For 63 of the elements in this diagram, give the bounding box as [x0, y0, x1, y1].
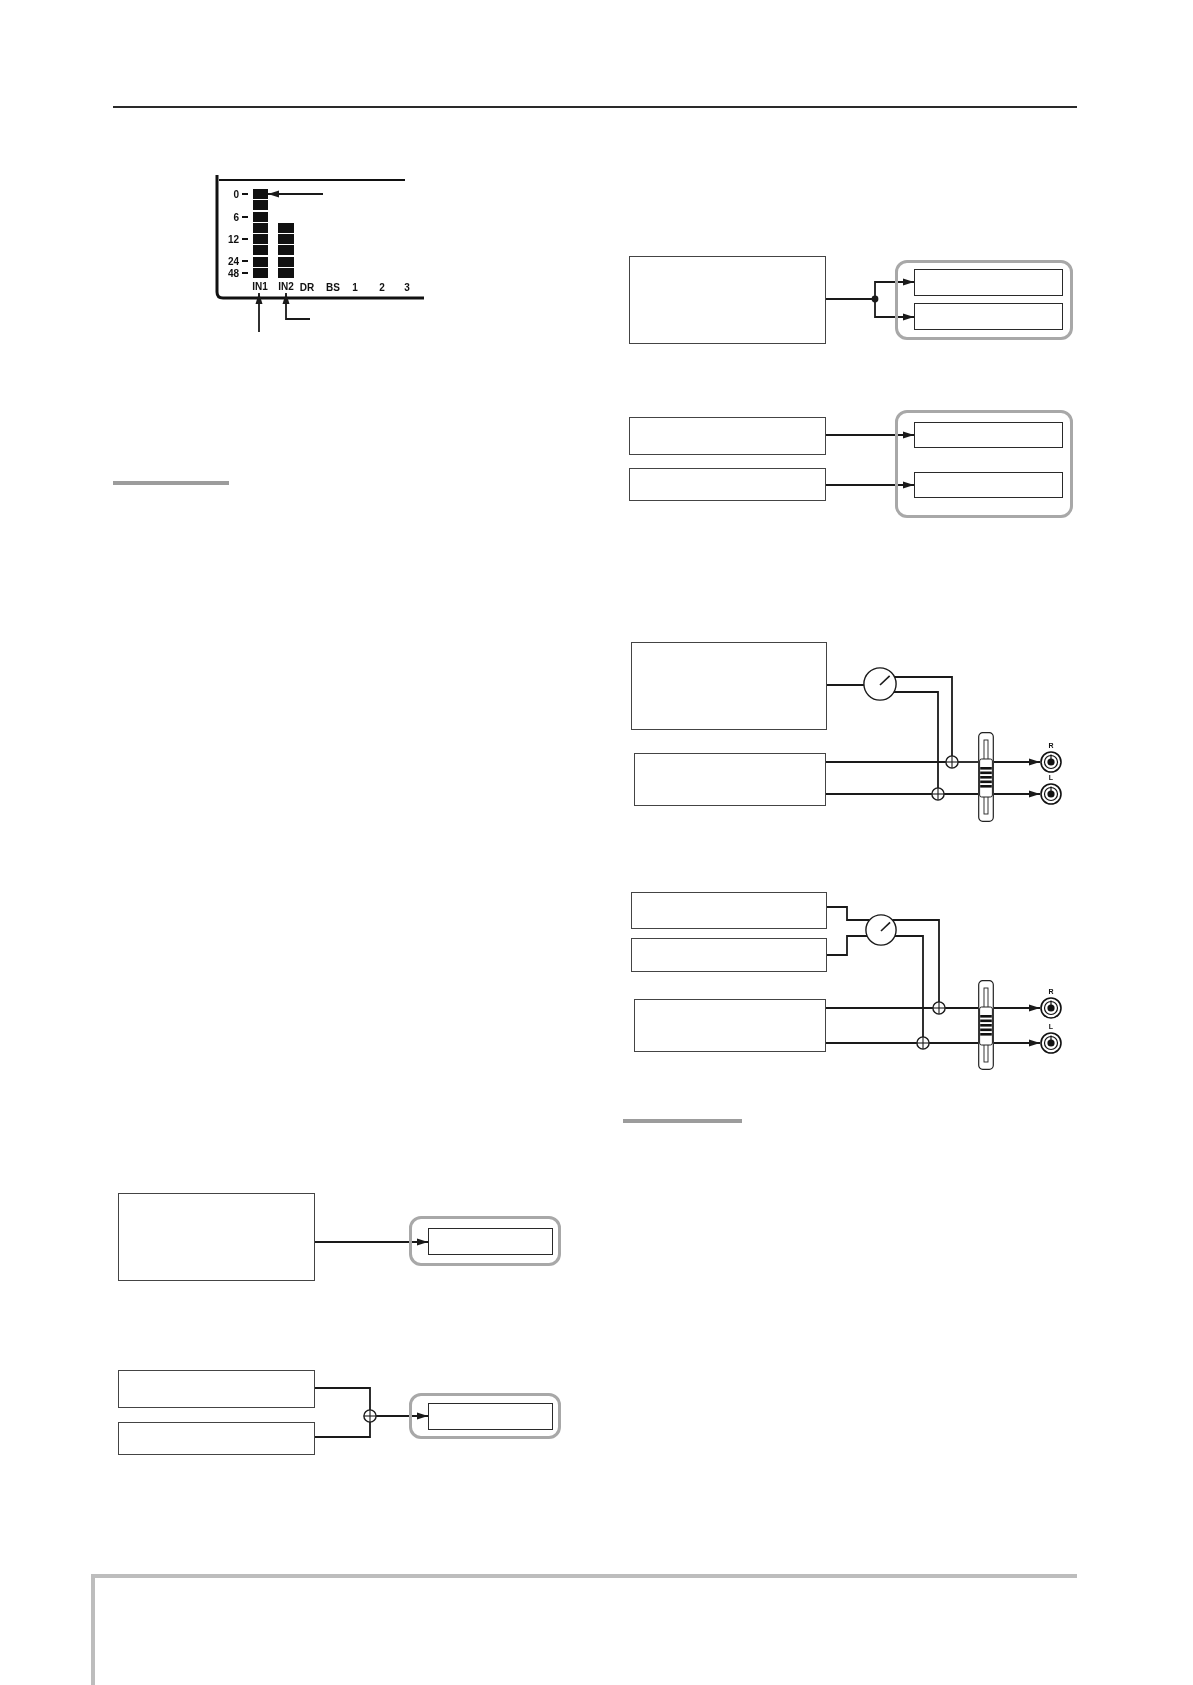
signal-line	[314, 1387, 371, 1411]
signal-line	[893, 935, 924, 1038]
signal-line	[825, 1042, 918, 1044]
signal-line	[826, 935, 869, 956]
arrow	[993, 1039, 1041, 1047]
block-box	[631, 938, 827, 972]
channel-label: 2	[379, 281, 385, 293]
block-box	[634, 753, 826, 806]
arrow	[993, 1004, 1041, 1012]
channel-label: 3	[404, 281, 410, 293]
block-box	[118, 1370, 315, 1408]
scale-label: 48	[227, 267, 239, 279]
leader-line	[282, 292, 311, 320]
arrow	[314, 1238, 429, 1246]
block-box	[629, 256, 826, 344]
signal-line	[825, 1007, 934, 1009]
channel-label: 1	[352, 281, 358, 293]
signal-line	[825, 793, 933, 795]
signal-line	[893, 691, 939, 789]
block-box	[913, 302, 1063, 330]
block-box	[118, 1422, 315, 1455]
signal-line	[957, 761, 979, 763]
leader-line	[255, 292, 263, 333]
leader-line	[267, 190, 324, 198]
block-box	[118, 1193, 315, 1281]
signal-line	[826, 906, 871, 921]
scale-label: 6	[233, 211, 239, 223]
block-box	[631, 892, 827, 929]
rounded-group-frame	[409, 1393, 561, 1439]
rounded-group-frame	[895, 260, 1073, 340]
arrow	[993, 758, 1041, 766]
scale-label: 12	[227, 233, 239, 245]
block-box	[634, 999, 826, 1052]
block-box	[913, 421, 1063, 448]
channel-label: IN2	[278, 281, 294, 293]
arrow	[825, 298, 915, 321]
block-box	[629, 417, 826, 455]
block-box	[427, 1227, 553, 1255]
signal-line	[826, 684, 865, 686]
signal-line	[928, 1042, 979, 1044]
arrow	[825, 431, 915, 439]
signal-line	[825, 761, 947, 763]
block-box	[913, 268, 1063, 296]
scale-label: 0	[233, 188, 239, 200]
signal-line	[314, 1421, 371, 1438]
block-box	[629, 468, 826, 501]
scale-label: 24	[227, 255, 239, 267]
rounded-group-frame	[409, 1216, 561, 1266]
arrow	[993, 790, 1041, 798]
channel-label: DR	[299, 281, 315, 293]
signal-line	[944, 1007, 979, 1009]
arrow	[825, 481, 915, 489]
signal-line	[891, 919, 940, 1003]
block-box	[913, 471, 1063, 498]
arrow	[375, 1412, 429, 1420]
signal-line	[943, 793, 979, 795]
block-box	[631, 642, 827, 730]
signal-line	[893, 676, 953, 757]
rounded-group-frame	[895, 410, 1073, 518]
block-box	[427, 1402, 553, 1430]
channel-label: IN1	[252, 281, 268, 293]
meter-segment	[253, 189, 268, 199]
channel-label: BS	[326, 281, 340, 293]
